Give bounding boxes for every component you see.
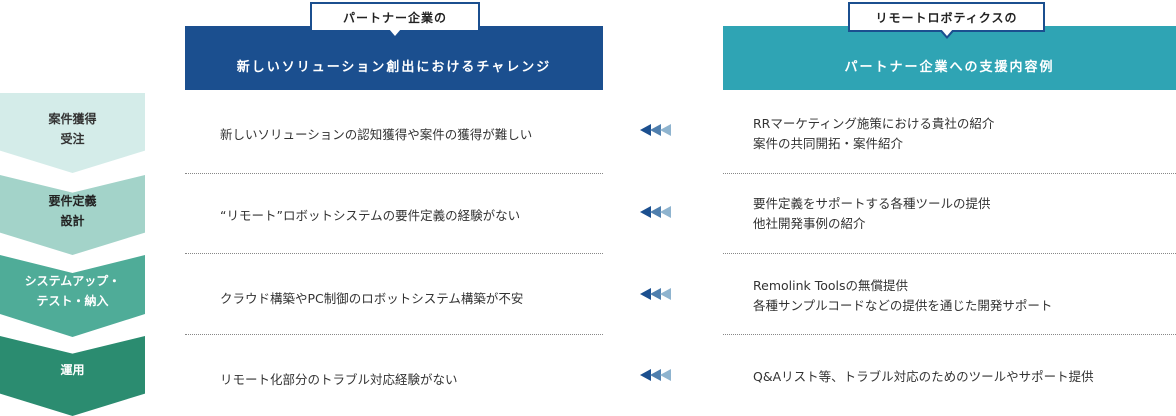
process-step-system-test: システムアップ・ テスト・納入 — [0, 255, 145, 337]
process-step-design: 要件定義 設計 — [0, 175, 145, 255]
row-divider — [723, 334, 1176, 335]
row-divider — [185, 334, 603, 335]
challenge-header-tag: パートナー企業の — [310, 2, 480, 39]
row-divider — [185, 253, 603, 254]
process-step-operation: 運用 — [0, 336, 145, 416]
challenge-text: リモート化部分のトラブル対応経験がない — [220, 372, 458, 387]
support-item: Remolink Toolsの無償提供 各種サンプルコードなどの提供を通じた開発… — [753, 276, 1052, 316]
support-line: 案件の共同開拓・案件紹介 — [753, 136, 904, 151]
triple-left-arrow-icon — [640, 369, 671, 381]
process-step-label: システムアップ・ — [24, 274, 121, 288]
speech-tail-inner — [389, 29, 401, 36]
support-line: Q&Aリスト等、トラブル対応のためのツールやサポート提供 — [753, 369, 1094, 384]
triple-left-arrow-icon — [640, 124, 671, 136]
row-divider — [723, 173, 1176, 174]
support-header-title: パートナー企業への支援内容例 — [844, 59, 1055, 75]
support-item: RRマーケティング施策における貴社の紹介 案件の共同開拓・案件紹介 — [753, 114, 994, 154]
row-divider — [723, 253, 1176, 254]
challenge-header-title: 新しいソリューション創出におけるチャレンジ — [236, 59, 552, 75]
support-line: 要件定義をサポートする各種ツールの提供 — [753, 196, 991, 211]
process-step-acquisition: 案件獲得 受注 — [0, 93, 145, 173]
challenge-text: 新しいソリューションの認知獲得や案件の獲得が難しい — [220, 127, 533, 142]
challenge-text: クラウド構築やPC制御のロボットシステム構築が不安 — [220, 291, 524, 306]
support-item: Q&Aリスト等、トラブル対応のためのツールやサポート提供 — [753, 367, 1094, 387]
process-step-label: 受注 — [60, 132, 85, 146]
support-line: Remolink Toolsの無償提供 — [753, 278, 909, 293]
support-line: 他社開発事例の紹介 — [753, 216, 866, 231]
process-step-label: 設計 — [60, 214, 85, 228]
process-step-label: 運用 — [60, 363, 85, 377]
process-step-label: 案件獲得 — [48, 112, 97, 126]
challenge-text: “リモート”ロボットシステムの要件定義の経験がない — [220, 208, 521, 223]
challenge-header-tag-label: パートナー企業の — [342, 10, 447, 25]
support-header-tag-label: リモートロボティクスの — [875, 10, 1018, 25]
triple-left-arrow-icon — [640, 288, 671, 300]
support-line: 各種サンプルコードなどの提供を通じた開発サポート — [753, 298, 1053, 313]
support-header-tag: リモートロボティクスの — [848, 2, 1045, 39]
row-divider — [185, 173, 603, 174]
support-item: 要件定義をサポートする各種ツールの提供 他社開発事例の紹介 — [753, 194, 991, 234]
speech-tail-inner — [940, 29, 953, 36]
support-line: RRマーケティング施策における貴社の紹介 — [753, 116, 995, 131]
triple-left-arrow-icon — [640, 206, 671, 218]
process-step-label: 要件定義 — [48, 194, 97, 208]
process-step-label: テスト・納入 — [36, 294, 109, 308]
